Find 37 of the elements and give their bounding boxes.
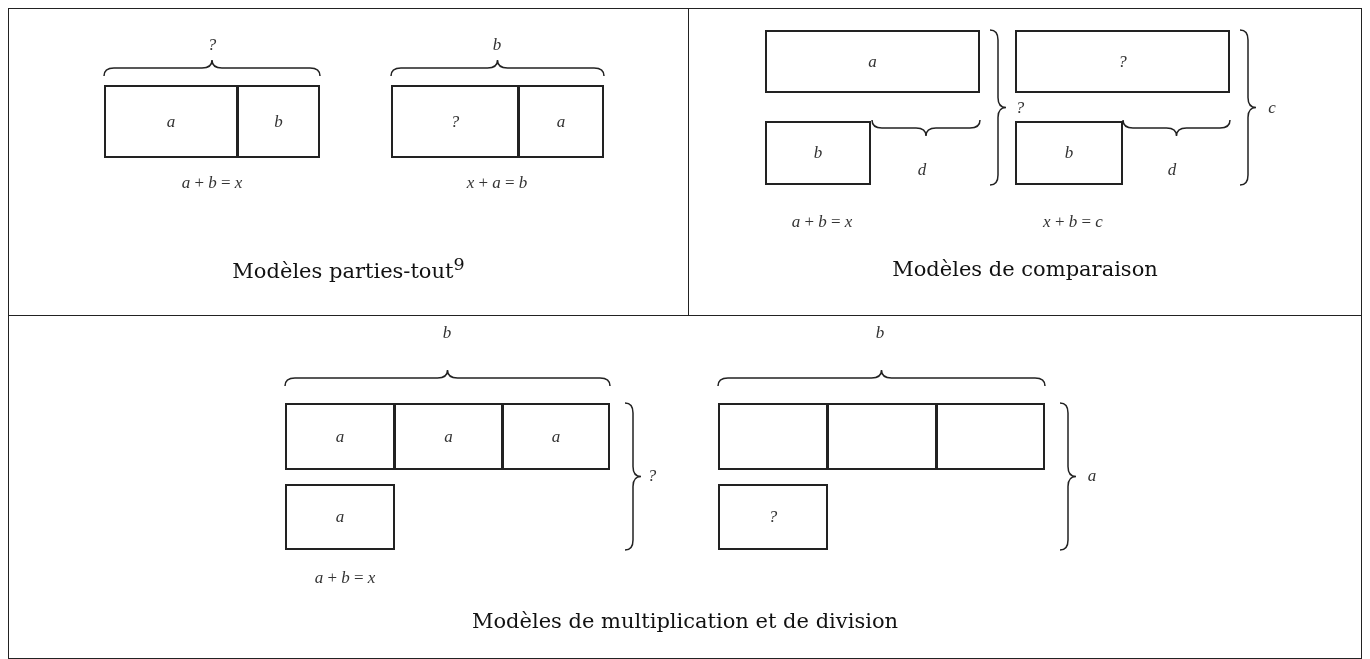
- bar-segment: ?: [1015, 30, 1230, 93]
- table-cell: [8, 315, 1362, 659]
- brace-label: b: [875, 323, 885, 343]
- brace-label: d: [917, 160, 927, 180]
- panel-caption: Modèles de multiplication et de division: [471, 609, 899, 633]
- empty-bar-segment: [718, 403, 828, 470]
- bar-segment: a: [502, 403, 610, 470]
- bar-segment: a: [518, 85, 604, 158]
- equation: a + b = x: [791, 212, 853, 232]
- brace-label: b: [442, 323, 452, 343]
- bar-segment: a: [285, 484, 395, 550]
- empty-bar-segment: [827, 403, 937, 470]
- bar-segment: b: [1015, 121, 1123, 185]
- bar-segment: ?: [391, 85, 519, 158]
- bar-segment: b: [237, 85, 320, 158]
- brace-label: ?: [207, 35, 217, 55]
- bar-segment: a: [285, 403, 395, 470]
- equation: x + b = c: [1043, 212, 1103, 232]
- panel-caption: Modèles parties-tout$^{9}$: [232, 254, 465, 283]
- bar-segment: a: [765, 30, 980, 93]
- equation: a + b = x: [181, 173, 243, 193]
- brace-label: a: [1087, 466, 1097, 486]
- equation: a + b = x: [314, 568, 376, 588]
- bar-segment: ?: [718, 484, 828, 550]
- brace-label: b: [492, 35, 502, 55]
- brace-label: c: [1268, 98, 1276, 118]
- brace-label: ?: [647, 466, 657, 486]
- bar-segment: a: [104, 85, 238, 158]
- brace-label: d: [1167, 160, 1177, 180]
- panel-caption: Modèles de comparaison: [892, 257, 1158, 281]
- bar-segment: b: [765, 121, 871, 185]
- table-cell: [688, 8, 1362, 316]
- bar-segment: a: [394, 403, 503, 470]
- equation: x + a = b: [466, 173, 528, 193]
- brace-label: ?: [1015, 98, 1025, 118]
- table-cell: [8, 8, 689, 316]
- empty-bar-segment: [936, 403, 1045, 470]
